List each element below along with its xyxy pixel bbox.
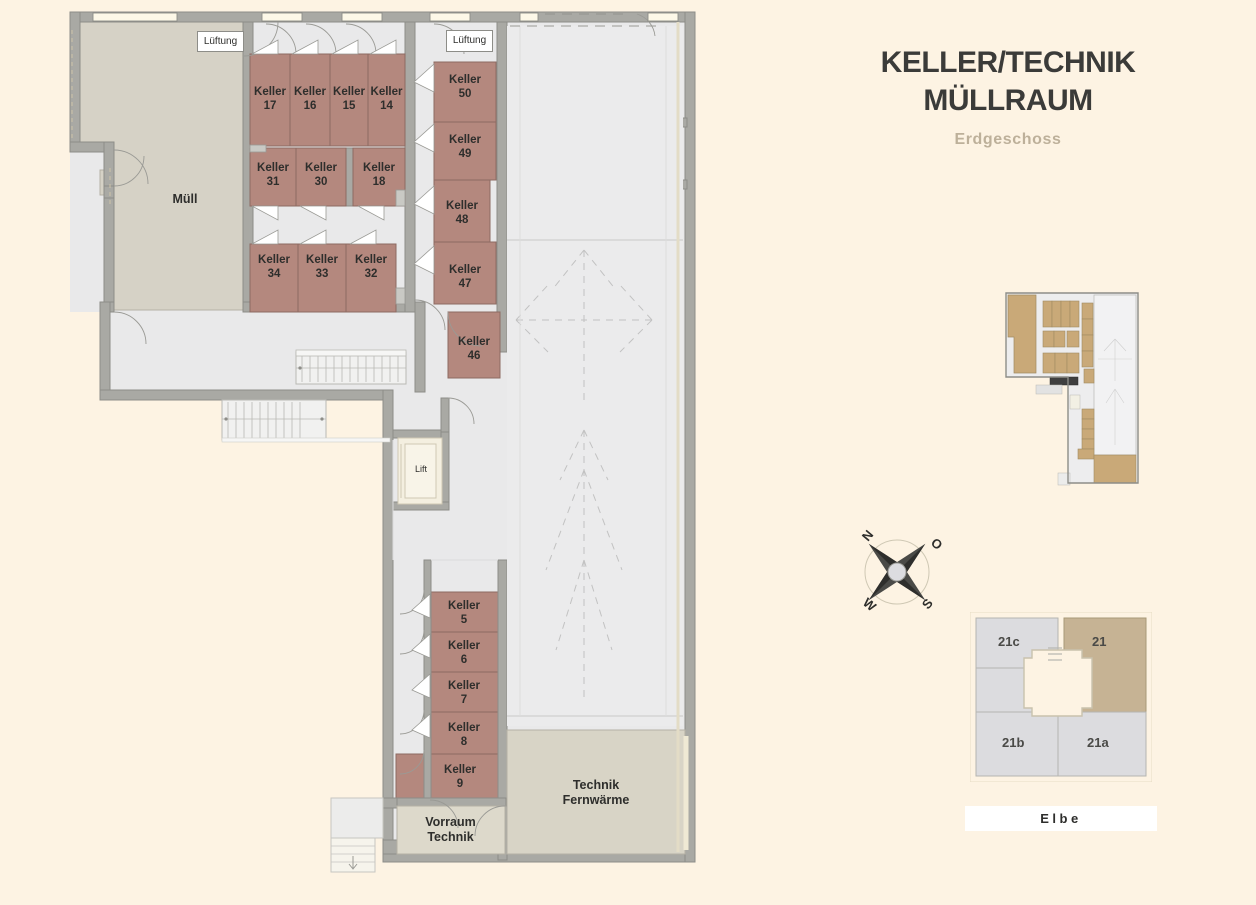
floor-plan-svg	[69, 11, 696, 873]
compass-label-east: O	[928, 535, 945, 553]
key-label-21: 21	[1092, 634, 1107, 649]
cellar-block-row2	[249, 147, 406, 207]
room-k7	[429, 671, 499, 713]
tag-lueftung-left: Lüftung	[197, 31, 244, 52]
cellar-column-lower	[395, 591, 499, 799]
room-k17	[249, 53, 291, 147]
building-key-svg	[969, 611, 1153, 783]
cellar-block-row3	[249, 243, 397, 313]
cellar-door-leaves	[251, 39, 435, 739]
compass-label-west: W	[860, 595, 880, 615]
room-k48	[433, 179, 491, 243]
compass-rose: N O S W	[842, 522, 952, 622]
room-k8	[429, 711, 499, 755]
lift-label: Lift	[414, 464, 427, 474]
cellar-block-row1	[249, 53, 406, 147]
page-title-line2: MÜLLRAUM	[923, 84, 1093, 118]
room-k9	[395, 753, 499, 799]
building-key: 21c 21 21b 21a	[969, 611, 1153, 783]
room-k47	[433, 241, 497, 305]
compass-svg: N O S W	[859, 527, 946, 615]
river-label-elbe: Elbe	[1040, 811, 1082, 826]
room-k30	[295, 147, 347, 207]
door-arcs	[113, 21, 506, 837]
stair-exterior	[330, 797, 384, 873]
room-k33	[297, 243, 347, 313]
cellar-column-right	[433, 61, 501, 379]
top-opening	[510, 13, 660, 37]
room-k31	[249, 147, 297, 207]
room-vorraum-technik	[396, 805, 506, 855]
page-title-line1: KELLER/TECHNIK	[880, 46, 1136, 79]
courtyard-ramp	[507, 26, 683, 726]
key-label-21c: 21c	[998, 634, 1020, 649]
wall-stubs	[249, 144, 406, 305]
room-k14	[367, 53, 406, 147]
key-section-21b[interactable]	[975, 711, 1059, 777]
lift-shaft	[397, 437, 443, 505]
room-k50	[433, 61, 497, 123]
stair-lower	[221, 399, 391, 443]
tag-lueftung-right: Lüftung	[446, 30, 493, 52]
river-label-band: Elbe	[965, 806, 1157, 831]
floor-detail-lines	[392, 440, 498, 561]
mini-floorplan-thumbnail[interactable]	[996, 285, 1146, 490]
room-k16	[289, 53, 331, 147]
mini-floorplan-svg	[1005, 292, 1139, 486]
room-k49	[433, 121, 497, 181]
key-section-21a[interactable]	[1057, 711, 1147, 777]
key-label-21a: 21a	[1087, 735, 1109, 750]
info-panel: KELLER/TECHNIK MÜLLRAUM Erdgeschoss	[760, 0, 1256, 900]
room-k6	[429, 631, 499, 673]
room-k32	[345, 243, 397, 313]
room-k34	[249, 243, 299, 313]
room-technik-fernwaerme	[506, 729, 686, 855]
floor-plan-drawing: Müll Keller 17 Keller 16 Keller 15 Kelle…	[69, 11, 696, 873]
title-block: KELLER/TECHNIK MÜLLRAUM Erdgeschoss	[760, 44, 1256, 149]
windows-top	[92, 12, 679, 22]
stair-upper	[295, 349, 407, 385]
page-subtitle: Erdgeschoss	[954, 130, 1062, 148]
compass-label-south: S	[919, 595, 936, 612]
room-k15	[329, 53, 369, 147]
room-k5	[429, 591, 499, 633]
key-courtyard	[1023, 649, 1093, 717]
key-label-21b: 21b	[1002, 735, 1025, 750]
compass-label-north: N	[859, 527, 877, 544]
